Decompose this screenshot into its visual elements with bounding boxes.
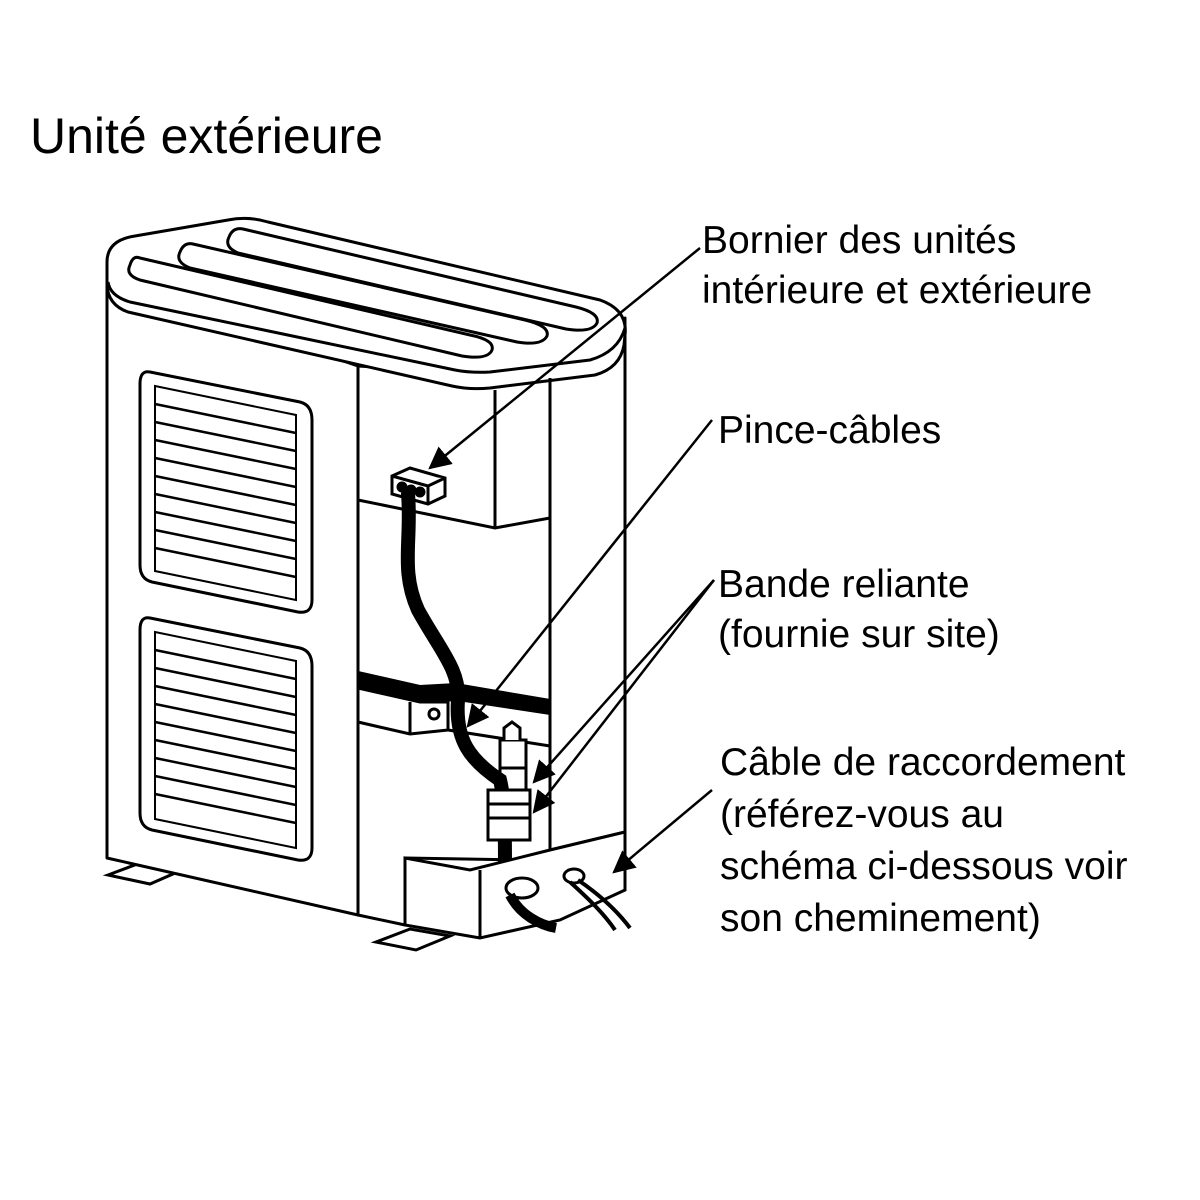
- diagram-title: Unité extérieure: [30, 108, 383, 164]
- leader-lines: [428, 247, 715, 874]
- upper-grille: [138, 370, 314, 614]
- label-binding-band: Bande reliante (fournie sur site): [718, 560, 1000, 660]
- label-line: intérieure et extérieure: [702, 269, 1093, 312]
- leader-band-1: [532, 579, 715, 784]
- leader-connection-cable: [612, 789, 713, 874]
- lower-grille: [138, 616, 314, 862]
- label-line: Bornier des unités: [702, 219, 1017, 262]
- leader-terminal-block: [428, 247, 701, 470]
- label-line: (référez-vous au: [720, 793, 1004, 836]
- label-line: son cheminement): [720, 897, 1041, 940]
- label-line: Câble de raccordement: [720, 741, 1126, 784]
- label-line: Pince-câbles: [718, 409, 942, 452]
- leader-cable-clamp: [466, 419, 713, 728]
- label-line: Bande reliante: [718, 563, 970, 606]
- pipe-outlets: [504, 867, 632, 933]
- label-line: schéma ci-dessous voir: [720, 845, 1128, 888]
- label-terminal-block: Bornier des unités intérieure et extérie…: [702, 216, 1092, 316]
- label-connection-cable: Câble de raccordement (référez-vous au s…: [720, 737, 1127, 945]
- leader-band-2: [532, 579, 715, 814]
- lid-ribs: [127, 227, 599, 359]
- label-line: (fournie sur site): [718, 613, 1000, 656]
- cable-clamp: [486, 720, 532, 842]
- label-cable-clamp: Pince-câbles: [718, 406, 941, 456]
